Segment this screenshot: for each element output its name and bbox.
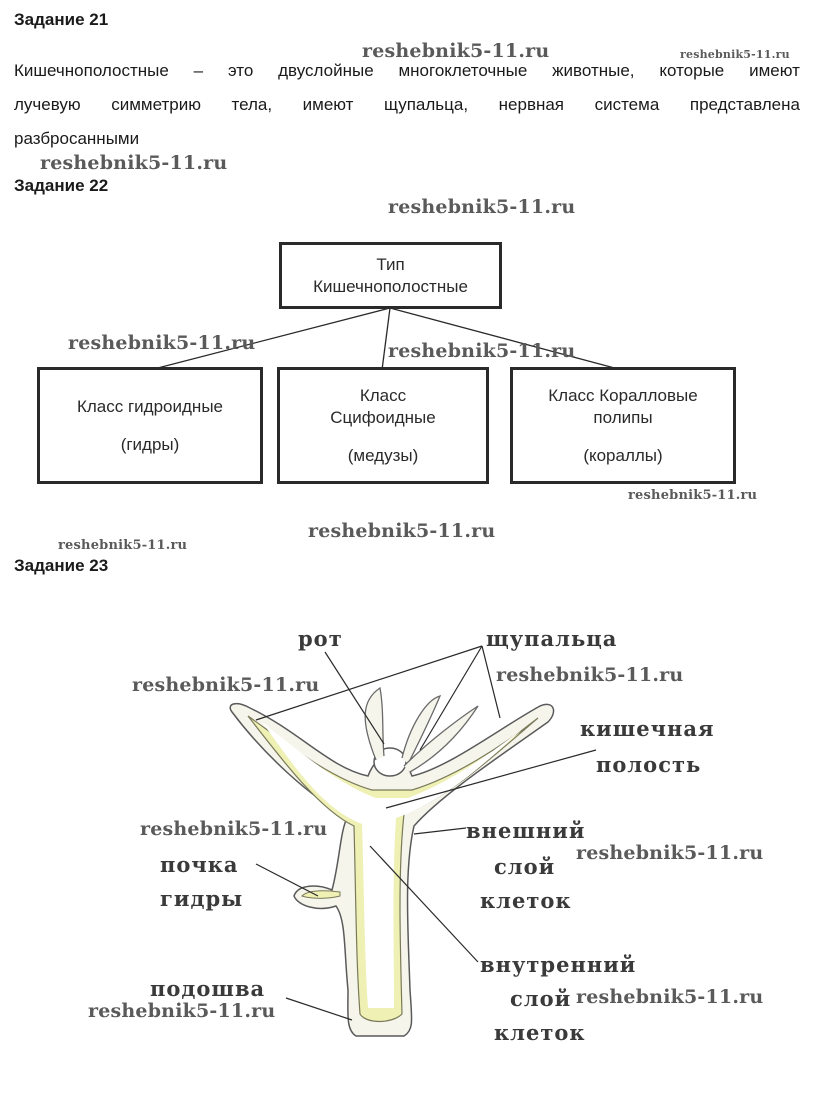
connector-line: [389, 307, 623, 371]
pointer-tentacles: [419, 645, 483, 751]
word: тела,: [231, 95, 273, 114]
label-gut-1: кишечная: [580, 716, 715, 741]
pointer-tentacles: [255, 645, 483, 721]
word: многоклеточные: [398, 61, 528, 80]
tentacle: [401, 695, 442, 765]
watermark: reshebnik5-11.ru: [132, 674, 320, 696]
word: щупальца,: [384, 95, 469, 114]
hierarchy-connectors: [149, 307, 623, 371]
word: животные,: [552, 61, 635, 80]
watermark: reshebnik5-11.ru: [140, 818, 328, 840]
watermark: reshebnik5-11.ru: [68, 332, 256, 354]
watermark: reshebnik5-11.ru: [388, 196, 576, 218]
pointer-inner-layer: [369, 845, 479, 963]
pointer-bud: [255, 863, 319, 897]
word: лучевую: [14, 95, 81, 114]
watermark: reshebnik5-11.ru: [308, 520, 496, 542]
label-outer-1: внешний: [466, 818, 586, 843]
pointer-outer-layer: [413, 827, 467, 835]
class-name: Класс гидроидные: [76, 396, 223, 416]
task23-heading: Задание 23: [14, 556, 109, 575]
task21-text: Кишечнополостные – это двуслойные многок…: [14, 54, 800, 156]
phylum-box: Тип Кишечнополостные: [279, 242, 502, 309]
task21-line-2: лучевую симметрию тела, имеют щупальца, …: [14, 88, 800, 122]
label-sole: подошва: [150, 976, 266, 1001]
phylum-line-2: Кишечнополостные: [313, 276, 468, 296]
hydra-diagram: [229, 645, 597, 1037]
connector-line: [381, 307, 391, 371]
label-mouth: рот: [298, 626, 343, 651]
task21-line-1: Кишечнополостные – это двуслойные многок…: [14, 54, 800, 88]
task21-heading: Задание 21: [14, 10, 109, 29]
word: –: [193, 61, 204, 80]
connector-line: [149, 307, 391, 371]
watermark: reshebnik5-11.ru: [680, 48, 790, 61]
word: это: [227, 61, 254, 80]
pointer-mouth: [324, 651, 385, 745]
class-box-scyphoid: Класс Сцифоидные (медузы): [277, 367, 489, 484]
word: двуслойные: [278, 61, 374, 80]
class-name: Класс: [359, 385, 407, 405]
class-example: (гидры): [120, 434, 180, 454]
gastric-cavity: [262, 722, 528, 1008]
class-name-line-2: Сцифоидные: [330, 407, 436, 427]
pointer-tentacles: [481, 645, 501, 719]
label-bud-2: гидры: [160, 886, 244, 911]
word: имеют: [749, 61, 800, 80]
word: представлена: [689, 95, 800, 114]
task22-heading: Задание 22: [14, 176, 109, 195]
word: система: [594, 95, 660, 114]
watermark: reshebnik5-11.ru: [496, 664, 684, 686]
class-box-coral: Класс Коралловые полипы (кораллы): [510, 367, 736, 484]
watermark: reshebnik5-11.ru: [88, 1000, 276, 1022]
watermark: reshebnik5-11.ru: [576, 986, 764, 1008]
word: имеют: [302, 95, 354, 114]
watermark: reshebnik5-11.ru: [58, 538, 188, 553]
watermark: reshebnik5-11.ru: [628, 488, 758, 503]
watermark: reshebnik5-11.ru: [362, 40, 550, 62]
label-inner-2: слой: [510, 986, 572, 1011]
label-outer-2: слой: [494, 854, 556, 879]
watermark: reshebnik5-11.ru: [388, 340, 576, 362]
task21-line-3: разбросанными: [14, 129, 140, 148]
tentacle: [403, 705, 479, 773]
label-pointers: [255, 645, 597, 1021]
class-example: (кораллы): [583, 445, 663, 465]
phylum-line-1: Тип: [376, 254, 405, 274]
label-gut-2: полость: [596, 752, 702, 777]
pointer-gut: [385, 749, 597, 809]
label-bud-1: почка: [160, 852, 239, 877]
tentacle: [364, 686, 385, 761]
label-inner-1: внутренний: [480, 952, 637, 977]
pointer-sole: [285, 997, 353, 1021]
class-example: (медузы): [347, 445, 419, 465]
word: нервная: [498, 95, 565, 114]
label-inner-3: клеток: [494, 1020, 586, 1045]
word: симметрию: [111, 95, 201, 114]
class-name-line-2: полипы: [593, 407, 653, 427]
word: Кишечнополостные: [14, 61, 169, 80]
watermark: reshebnik5-11.ru: [40, 152, 228, 174]
label-outer-3: клеток: [480, 888, 572, 913]
word: которые: [659, 61, 725, 80]
label-tentacles: щупальца: [486, 626, 618, 651]
class-box-hydroid: Класс гидроидные (гидры): [37, 367, 263, 484]
class-name: Класс Коралловые: [548, 385, 698, 405]
watermark: reshebnik5-11.ru: [576, 842, 764, 864]
